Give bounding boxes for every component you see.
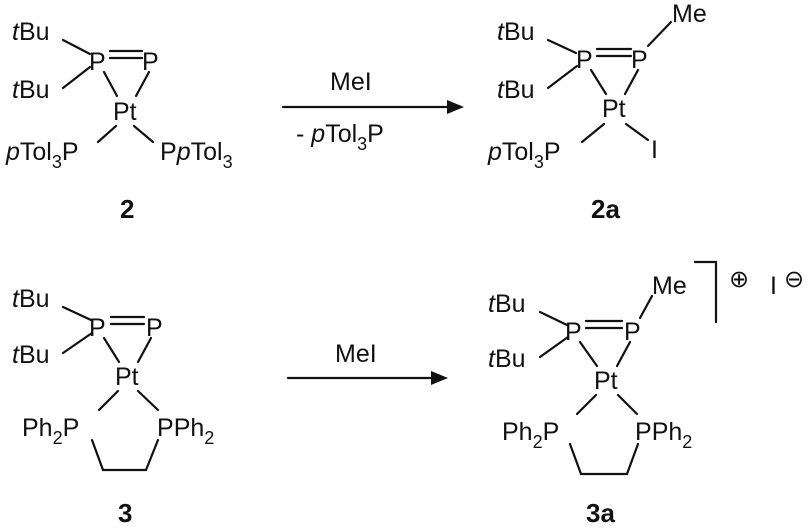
phosphorus-1: P xyxy=(576,46,593,74)
bond-tbu-bottom-p xyxy=(61,65,92,90)
bond-pt-i xyxy=(624,122,650,142)
bond-pt-p-left xyxy=(575,393,598,416)
bond-tbu-top-p xyxy=(61,38,92,56)
compound-number: 2a xyxy=(591,194,620,224)
methyl-label: Me xyxy=(672,0,707,28)
bond-p-me xyxy=(638,294,654,320)
tbu-bottom-label: tBu xyxy=(488,345,526,373)
bond-p-me xyxy=(646,20,673,48)
bond-p1-pt xyxy=(102,336,121,364)
bond-p1-pt xyxy=(589,68,608,96)
ligand-ph2p-left: Ph2P xyxy=(502,418,559,452)
ligand-pph2-right: PPh2 xyxy=(635,418,692,452)
phosphorus-1: P xyxy=(89,48,106,76)
compound-number: 3 xyxy=(118,498,132,528)
bond-p1-pt xyxy=(102,70,119,98)
bond-tbu-top-p xyxy=(546,38,578,55)
tbu-bottom-label: tBu xyxy=(12,76,50,104)
compound-3a: tBu tBu P P Me Pt Ph2P PPh2 ⊕ I ⊖ 3a xyxy=(488,260,804,528)
ligand-ptol3p-right: PpTol3 xyxy=(160,138,233,172)
bond-p2-pt xyxy=(134,70,151,98)
ligand-ptol3p: pTol3P xyxy=(487,138,561,172)
bond-pt-p xyxy=(580,122,606,144)
bond-p2-pt xyxy=(615,340,632,368)
bond-tbu-top-p xyxy=(61,305,93,322)
compound-2a: tBu tBu P P Me Pt pTol3P I 2a xyxy=(487,0,707,224)
phosphorus-2: P xyxy=(142,48,159,76)
bond-tbu-bottom-p xyxy=(61,331,94,355)
bond-pt-p-left xyxy=(96,124,118,144)
iodide-ligand: I xyxy=(651,136,658,164)
bond-pt-p-right xyxy=(132,124,155,144)
reagent-label: MeI xyxy=(330,68,372,96)
reaction-arrow-2: MeI xyxy=(286,340,448,385)
platinum-atom: Pt xyxy=(602,95,626,123)
bond-tbu-bottom-p xyxy=(546,64,579,90)
compound-2: tBu tBu P P Pt pTol3P PpTol3 2 xyxy=(5,18,233,224)
cation-bracket xyxy=(693,260,718,324)
bond-tbu-bottom-p xyxy=(538,335,570,359)
platinum-atom: Pt xyxy=(113,98,137,126)
phosphorus-2: P xyxy=(624,318,641,346)
arrowhead xyxy=(431,371,448,385)
methyl-label: Me xyxy=(652,272,687,300)
iodide-counterion: I xyxy=(770,272,777,300)
compound-3: tBu tBu P P Pt Ph2P PPh2 3 xyxy=(12,285,214,528)
phosphorus-2: P xyxy=(631,46,648,74)
ligand-ptol3p-left: pTol3P xyxy=(5,138,79,172)
ethylene-bridge xyxy=(90,438,160,472)
platinum-atom: Pt xyxy=(115,363,139,391)
tbu-bottom-label: tBu xyxy=(497,76,535,104)
tbu-top-label: tBu xyxy=(12,18,50,46)
tbu-top-label: tBu xyxy=(12,285,50,313)
phosphorus-2: P xyxy=(146,314,163,342)
arrowhead xyxy=(447,100,464,114)
phosphorus-1: P xyxy=(89,314,106,342)
reagent-label: MeI xyxy=(335,340,377,368)
tbu-top-label: tBu xyxy=(497,18,535,46)
compound-number: 2 xyxy=(120,194,134,224)
bond-pt-p-right xyxy=(616,393,639,416)
positive-charge-symbol: ⊕ xyxy=(729,266,749,293)
bond-p1-pt xyxy=(578,340,599,368)
ethylene-bridge xyxy=(568,442,640,476)
tbu-bottom-label: tBu xyxy=(12,341,50,369)
phosphorus-1: P xyxy=(565,318,582,346)
bond-p2-pt xyxy=(623,68,640,96)
negative-charge-symbol: ⊖ xyxy=(784,266,804,293)
bond-p2-pt xyxy=(136,336,153,364)
bond-tbu-top-p xyxy=(538,310,569,327)
byproduct-label: - pTol3P xyxy=(296,120,384,154)
compound-number: 3a xyxy=(586,498,615,528)
ligand-ph2p-left: Ph2P xyxy=(22,414,79,448)
platinum-atom: Pt xyxy=(594,367,618,395)
tbu-top-label: tBu xyxy=(488,290,526,318)
bond-pt-p-left xyxy=(97,389,120,412)
bond-pt-p-right xyxy=(136,389,160,412)
ligand-pph2-right: PPh2 xyxy=(157,414,214,448)
reaction-arrow-1: MeI - pTol3P xyxy=(281,68,464,154)
